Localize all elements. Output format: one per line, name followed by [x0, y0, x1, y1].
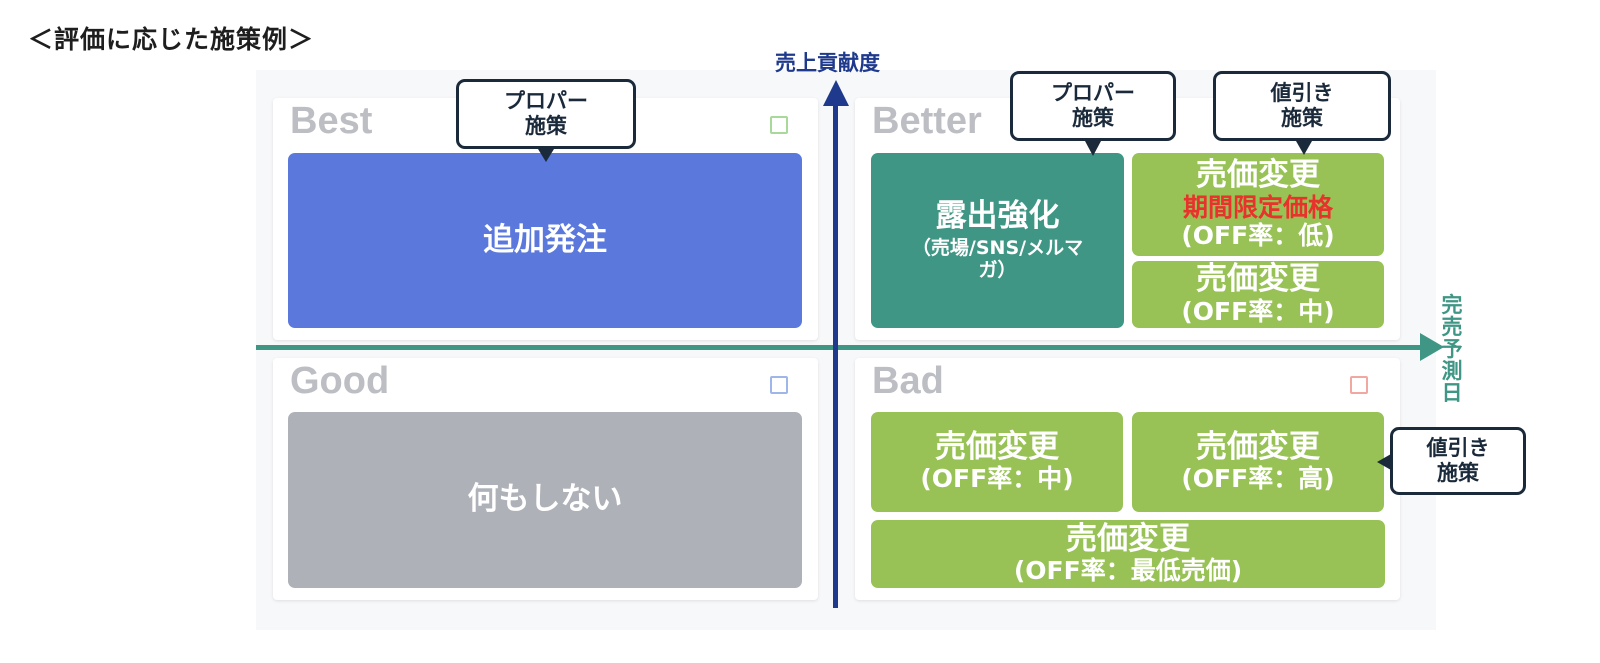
- axis-label-char: 日: [1441, 381, 1463, 406]
- callout-line-2: 施策: [1281, 106, 1323, 130]
- axis-label-char: 予: [1441, 337, 1463, 362]
- callout-line-2: 施策: [1437, 461, 1479, 485]
- quadrant-title-good: Good: [290, 360, 390, 402]
- callout-discount-measure-bad: 値引き 施策: [1390, 427, 1526, 495]
- callout-line-2: 施策: [1072, 106, 1114, 130]
- block-label: 売価変更: [1196, 261, 1320, 298]
- callout-line-1: 値引き: [1270, 80, 1334, 105]
- vertical-axis-line: [833, 102, 838, 608]
- action-block-do-nothing: 何もしない: [288, 412, 802, 588]
- block-label: 売価変更: [935, 428, 1059, 465]
- block-label: 売価変更: [1196, 156, 1320, 193]
- block-sub: (OFF率：最低売価): [1013, 556, 1243, 586]
- callout-line-2: 施策: [525, 114, 567, 138]
- block-sub-line-2: ガ）: [978, 259, 1017, 282]
- quadrant-title-best: Best: [290, 100, 373, 142]
- block-label: 売価変更: [1066, 520, 1190, 557]
- vertical-axis-label: 売上貢献度: [775, 51, 880, 75]
- horizontal-axis-line: [256, 345, 1426, 350]
- block-sub-line-1: （売場/SNS/メルマ: [911, 237, 1084, 260]
- callout-line-1: 値引き: [1426, 435, 1490, 460]
- square-outline-icon: [770, 376, 788, 394]
- action-block-price-change-mid: 売価変更 (OFF率：中): [1132, 261, 1384, 328]
- action-block-exposure: 露出強化 （売場/SNS/メルマ ガ）: [871, 153, 1124, 328]
- block-highlight: 期間限定価格: [1182, 192, 1333, 222]
- page-heading: ＜評価に応じた施策例＞: [28, 25, 315, 54]
- square-outline-icon: [770, 116, 788, 134]
- callout-line-1: プロパー: [1051, 80, 1135, 105]
- block-label: 売価変更: [1196, 428, 1320, 465]
- callout-discount-measure-better: 値引き 施策: [1213, 71, 1391, 141]
- callout-proper-measure-best: プロパー 施策: [456, 79, 636, 149]
- callout-proper-measure-better: プロパー 施策: [1010, 71, 1176, 141]
- arrow-right-icon: [1420, 333, 1444, 361]
- action-block-price-change-mid-bad: 売価変更 (OFF率：中): [871, 412, 1123, 512]
- callout-pointer-icon: [1085, 141, 1101, 156]
- axis-label-char: 完: [1441, 293, 1463, 317]
- quadrant-title-better: Better: [872, 100, 982, 142]
- block-label: 追加発注: [483, 221, 607, 258]
- block-sub: (OFF率：中): [920, 464, 1074, 494]
- block-sub: (OFF率：高): [1181, 464, 1335, 494]
- action-block-additional-order: 追加発注: [288, 153, 802, 328]
- action-block-price-change-high: 売価変更 (OFF率：高): [1132, 412, 1384, 512]
- block-label: 何もしない: [467, 481, 623, 518]
- callout-pointer-icon: [1377, 454, 1391, 470]
- action-block-price-change-low: 売価変更 期間限定価格 (OFF率：低): [1132, 153, 1384, 256]
- block-sub: (OFF率：低): [1181, 221, 1335, 251]
- block-sub: (OFF率：中): [1181, 296, 1335, 326]
- callout-line-1: プロパー: [504, 88, 588, 113]
- callout-pointer-icon: [1296, 141, 1312, 155]
- callout-pointer-icon: [538, 149, 554, 162]
- axis-label-char: 売: [1441, 315, 1463, 340]
- axis-label-char: 測: [1441, 359, 1463, 384]
- square-outline-icon: [1350, 376, 1368, 394]
- quadrant-title-bad: Bad: [872, 360, 944, 402]
- horizontal-axis-label: 完 売 予 測 日: [1440, 294, 1464, 404]
- action-block-price-change-lowest: 売価変更 (OFF率：最低売価): [871, 520, 1385, 588]
- block-label: 露出強化: [935, 197, 1060, 234]
- arrow-up-icon: [823, 80, 849, 106]
